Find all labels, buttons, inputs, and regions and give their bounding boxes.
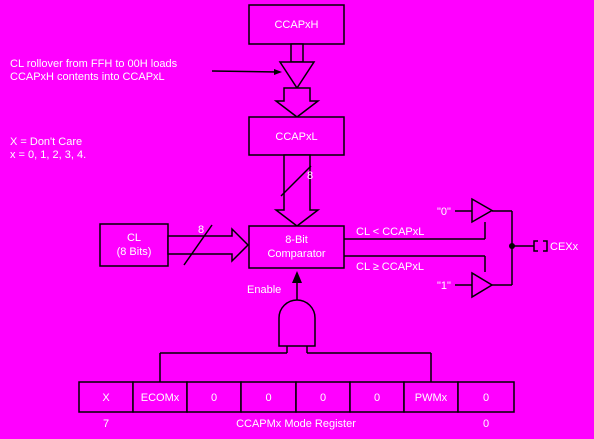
cl-label-line1: CL xyxy=(127,232,141,244)
ccapxl-block: CCAPxL xyxy=(248,116,345,156)
register-bit-2-label: 0 xyxy=(374,392,380,404)
register-cell-0 xyxy=(457,381,515,413)
register-cell-3 xyxy=(295,381,351,413)
cl-greater-equal-label: CL ≥ CCAPxL xyxy=(356,261,424,273)
and-gate xyxy=(278,299,316,353)
register-cell-6 xyxy=(132,381,188,413)
buffer-zero: "0" xyxy=(437,197,512,224)
comparator-label-line1: 8-Bit xyxy=(285,234,308,246)
buffer-one: "1" xyxy=(437,271,512,299)
dont-care-line1: X = Don't Care xyxy=(10,136,82,148)
cl-bus-width: 8 xyxy=(198,224,204,236)
comparator-label-line2: Comparator xyxy=(267,248,325,260)
ccapxl-bus-width: 8 xyxy=(307,170,313,182)
register-cell-7 xyxy=(78,381,134,413)
dont-care-note: X = Don't Care x = 0, 1, 2, 3, 4. xyxy=(10,136,86,161)
output-join xyxy=(509,211,534,285)
mode-register: X ECOMx 0 0 0 0 PWMx 0 7 CCAPMx Mode Reg… xyxy=(78,381,515,430)
register-bit-6-label: ECOMx xyxy=(141,392,180,404)
register-cell-1 xyxy=(403,381,459,413)
dont-care-line2: x = 0, 1, 2, 3, 4. xyxy=(10,149,86,161)
rollover-note-line1: CL rollover from FFH to 00H loads xyxy=(10,58,178,70)
register-bit-1-label: PWMx xyxy=(415,392,448,404)
register-to-gate-wires xyxy=(159,352,432,382)
cl-block: CL (8 Bits) xyxy=(99,223,169,267)
register-bit-0-label: 0 xyxy=(483,392,489,404)
register-lsb-index: 0 xyxy=(483,418,489,430)
enable-path: Enable xyxy=(247,271,302,300)
ccapxh-label: CCAPxH xyxy=(274,19,318,31)
rollover-note: CL rollover from FFH to 00H loads CCAPxH… xyxy=(10,58,282,83)
comparator-outputs: CL < CCAPxL CL ≥ CCAPxL xyxy=(344,222,486,273)
register-bit-5-label: 0 xyxy=(211,392,217,404)
register-bit-4-label: 0 xyxy=(265,392,271,404)
cl-less-label: CL < CCAPxL xyxy=(356,226,424,238)
cexx-pin: CEXx xyxy=(533,240,579,253)
cl-bus-arrow: 8 xyxy=(167,224,250,266)
comparator-block: 8-Bit Comparator xyxy=(248,225,345,269)
load-path-arrow xyxy=(273,43,321,118)
cexx-label: CEXx xyxy=(550,241,579,253)
ccapxh-block: CCAPxH xyxy=(248,4,345,45)
register-cell-5 xyxy=(186,381,242,413)
enable-label: Enable xyxy=(247,284,281,296)
rollover-note-line2: CCAPxH contents into CCAPxL xyxy=(10,71,165,83)
register-bit-3-label: 0 xyxy=(320,392,326,404)
register-bit-7-label: X xyxy=(102,392,110,404)
value-one-label: "1" xyxy=(437,280,451,292)
cl-label-line2: (8 Bits) xyxy=(117,246,152,258)
ccapxl-label: CCAPxL xyxy=(275,131,317,143)
value-zero-label: "0" xyxy=(437,206,451,218)
register-cell-2 xyxy=(349,381,405,413)
register-msb-index: 7 xyxy=(103,418,109,430)
register-title: CCAPMx Mode Register xyxy=(236,418,356,430)
ccapxl-bus-arrow: 8 xyxy=(273,154,321,227)
